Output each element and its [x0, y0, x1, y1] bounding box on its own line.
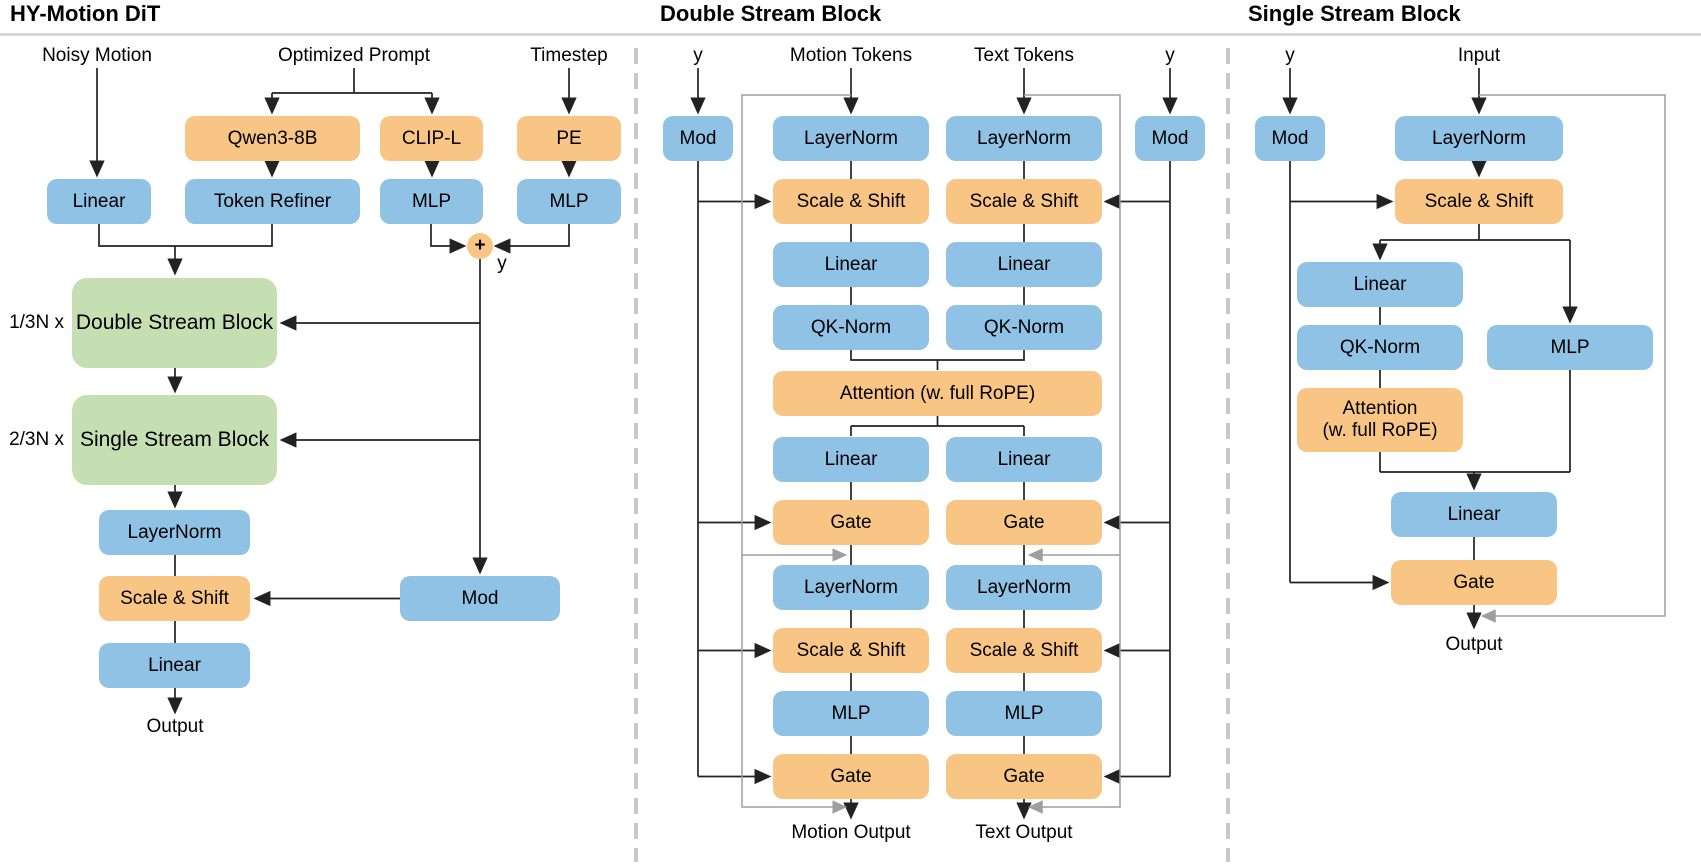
- edge-linear-token-refiner-merge: [98, 224, 273, 247]
- node-mod-middle-right: Mod: [1135, 116, 1205, 161]
- attention-single-line1: Attention: [1342, 398, 1418, 420]
- label-motion-tokens: Motion Tokens: [789, 45, 913, 66]
- node-linear-in: Linear: [47, 179, 151, 224]
- edge-attention-to-linears: [850, 416, 1025, 436]
- panel-title-double-stream-block: Double Stream Block: [660, 1, 882, 26]
- panel-title-hy-motion-dit: HY-Motion DiT: [10, 1, 161, 26]
- node-gate-single: Gate: [1391, 560, 1557, 605]
- label-input-single: Input: [1457, 45, 1501, 66]
- node-mod-single: Mod: [1255, 116, 1325, 161]
- label-y-middle-left: y: [693, 45, 703, 66]
- node-motion-gate1: Gate: [773, 500, 929, 545]
- node-mlp-time: MLP: [517, 179, 621, 224]
- edge-optimized-prompt-split: [272, 68, 432, 94]
- node-text-qk-norm: QK-Norm: [946, 305, 1102, 350]
- node-attention-single: Attention (w. full RoPE): [1297, 388, 1463, 452]
- label-noisy-motion: Noisy Motion: [42, 45, 152, 66]
- edge-mlp-time-to-plus: [493, 224, 570, 254]
- plus-add-icon: +: [467, 233, 493, 259]
- label-text-output: Text Output: [975, 822, 1073, 843]
- node-scale-shift-final: Scale & Shift: [99, 576, 250, 621]
- edge-scaleshift-split: [1380, 224, 1570, 241]
- node-linear-out-single: Linear: [1391, 492, 1557, 537]
- label-repeat-single: 2/3N x: [9, 429, 64, 450]
- label-output-left: Output: [146, 716, 204, 737]
- label-text-tokens: Text Tokens: [974, 45, 1074, 66]
- label-y-middle-right: y: [1165, 45, 1175, 66]
- node-text-mlp: MLP: [946, 691, 1102, 736]
- label-output-single: Output: [1445, 634, 1503, 655]
- label-y-sum: y: [497, 253, 507, 274]
- node-motion-qk-norm: QK-Norm: [773, 305, 929, 350]
- node-double-stream-block: Double Stream Block: [72, 278, 277, 368]
- node-motion-linear1: Linear: [773, 242, 929, 287]
- node-qwen3-8b: Qwen3-8B: [185, 116, 360, 161]
- node-linear-final: Linear: [99, 643, 250, 688]
- node-mod-middle-left: Mod: [663, 116, 733, 161]
- edge-qknorm-to-attention: [850, 350, 1025, 370]
- label-motion-output: Motion Output: [791, 822, 911, 843]
- node-attention-middle: Attention (w. full RoPE): [773, 371, 1102, 416]
- node-motion-layernorm2: LayerNorm: [773, 565, 929, 610]
- label-repeat-double: 1/3N x: [9, 312, 64, 333]
- node-layernorm-single: LayerNorm: [1395, 116, 1563, 161]
- node-text-layernorm1: LayerNorm: [946, 116, 1102, 161]
- node-text-scale-shift1: Scale & Shift: [946, 179, 1102, 224]
- title-underline-rule: [0, 33, 1701, 36]
- node-motion-scale-shift2: Scale & Shift: [773, 628, 929, 673]
- node-text-linear2: Linear: [946, 437, 1102, 482]
- node-mlp-clip: MLP: [380, 179, 483, 224]
- node-motion-linear2: Linear: [773, 437, 929, 482]
- node-layernorm-final: LayerNorm: [99, 510, 250, 555]
- node-mlp-single: MLP: [1487, 325, 1653, 370]
- node-motion-layernorm1: LayerNorm: [773, 116, 929, 161]
- label-optimized-prompt: Optimized Prompt: [277, 45, 431, 66]
- node-clip-l: CLIP-L: [380, 116, 483, 161]
- label-timestep: Timestep: [530, 45, 608, 66]
- panel-title-single-stream-block: Single Stream Block: [1248, 1, 1461, 26]
- node-motion-gate2: Gate: [773, 754, 929, 799]
- node-scale-shift-single: Scale & Shift: [1395, 179, 1563, 224]
- node-mod-final: Mod: [400, 576, 560, 621]
- node-text-scale-shift2: Scale & Shift: [946, 628, 1102, 673]
- label-y-single: y: [1285, 45, 1295, 66]
- node-motion-mlp: MLP: [773, 691, 929, 736]
- node-single-stream-block: Single Stream Block: [72, 395, 277, 485]
- attention-single-line2: (w. full RoPE): [1322, 420, 1438, 441]
- edge-mlp-clip-to-plus: [430, 224, 467, 254]
- node-linear-qkv-single: Linear: [1297, 262, 1463, 307]
- node-pe: PE: [517, 116, 621, 161]
- node-text-linear1: Linear: [946, 242, 1102, 287]
- node-token-refiner: Token Refiner: [185, 179, 360, 224]
- node-qk-norm-single: QK-Norm: [1297, 325, 1463, 370]
- node-text-gate2: Gate: [946, 754, 1102, 799]
- node-text-layernorm2: LayerNorm: [946, 565, 1102, 610]
- node-motion-scale-shift1: Scale & Shift: [773, 179, 929, 224]
- node-text-gate1: Gate: [946, 500, 1102, 545]
